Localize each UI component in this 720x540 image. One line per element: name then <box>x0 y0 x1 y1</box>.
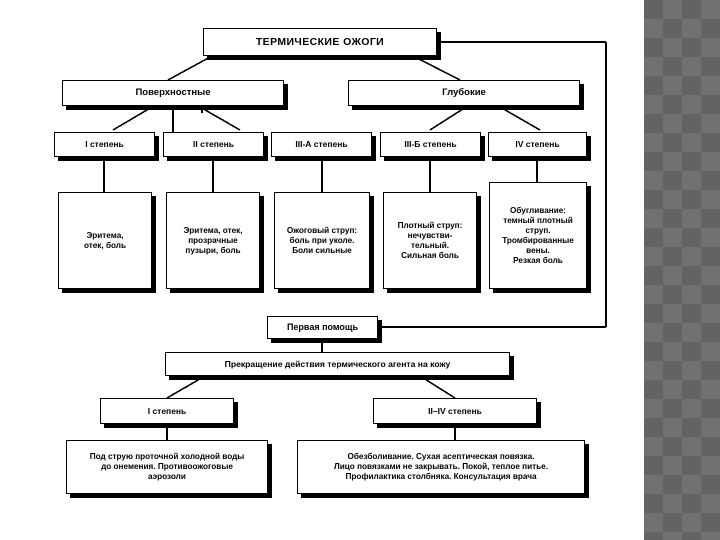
aid-branch-box-deg2-4: II–IV степень <box>373 398 537 424</box>
symptom-text-2: Эритема, отек, прозрачные пузыри, боль <box>183 225 243 255</box>
degree-label-3b: III-Б степень <box>404 139 457 150</box>
aid-action-text-deg1: Под струю проточной холодной воды до оне… <box>89 452 245 481</box>
degree-box-4: IV степень <box>488 132 587 157</box>
degree-box-3a: III-А степень <box>271 132 372 157</box>
symptom-text-4: Обугливание: темный плотный струп. Тромб… <box>502 205 574 265</box>
aid-branch-box-deg1: I степень <box>100 398 234 424</box>
degree-label-1: I степень <box>85 139 124 150</box>
symptom-text-3b: Плотный струп: нечувстви- тельный. Сильн… <box>397 220 463 260</box>
diagram-title: ТЕРМИЧЕСКИЕ ОЖОГИ <box>255 35 385 48</box>
stop-agent-box: Прекращение действия термического агента… <box>165 352 510 376</box>
category-box-superficial: Поверхностные <box>62 80 284 106</box>
aid-action-box-deg2-4: Обезболивание. Сухая асептическая повязк… <box>297 440 585 494</box>
degree-label-3a: III-А степень <box>295 139 348 150</box>
degree-box-2: II степень <box>163 132 264 157</box>
category-label-superficial: Поверхностные <box>135 87 211 99</box>
aid-action-box-deg1: Под струю проточной холодной воды до оне… <box>66 440 268 494</box>
decorative-checkerboard-panel <box>644 0 720 540</box>
stop-agent-label: Прекращение действия термического агента… <box>224 358 451 369</box>
degree-box-3b: III-Б степень <box>380 132 481 157</box>
symptom-box-3a: Ожоговый струп: боль при уколе. Боли сил… <box>274 192 370 289</box>
category-label-deep: Глубокие <box>442 87 486 99</box>
category-box-deep: Глубокие <box>348 80 580 106</box>
aid-branch-label-deg1: I степень <box>147 405 187 416</box>
degree-box-1: I степень <box>54 132 155 157</box>
first-aid-box: Первая помощь <box>267 316 378 339</box>
symptom-text-1: Эритема, отек, боль <box>83 230 127 250</box>
degree-label-4: IV степень <box>515 139 560 150</box>
first-aid-label: Первая помощь <box>286 322 359 333</box>
symptom-box-2: Эритема, отек, прозрачные пузыри, боль <box>166 192 260 289</box>
symptom-box-3b: Плотный струп: нечувстви- тельный. Сильн… <box>383 192 477 289</box>
degree-label-2: II степень <box>193 139 234 150</box>
diagram-title-box: ТЕРМИЧЕСКИЕ ОЖОГИ <box>203 28 437 56</box>
aid-branch-label-deg2-4: II–IV степень <box>428 405 482 416</box>
symptom-box-4: Обугливание: темный плотный струп. Тромб… <box>489 182 587 289</box>
symptom-box-1: Эритема, отек, боль <box>58 192 152 289</box>
aid-action-text-deg2-4: Обезболивание. Сухая асептическая повязк… <box>333 452 548 481</box>
symptom-text-3a: Ожоговый струп: боль при уколе. Боли сил… <box>286 225 358 255</box>
